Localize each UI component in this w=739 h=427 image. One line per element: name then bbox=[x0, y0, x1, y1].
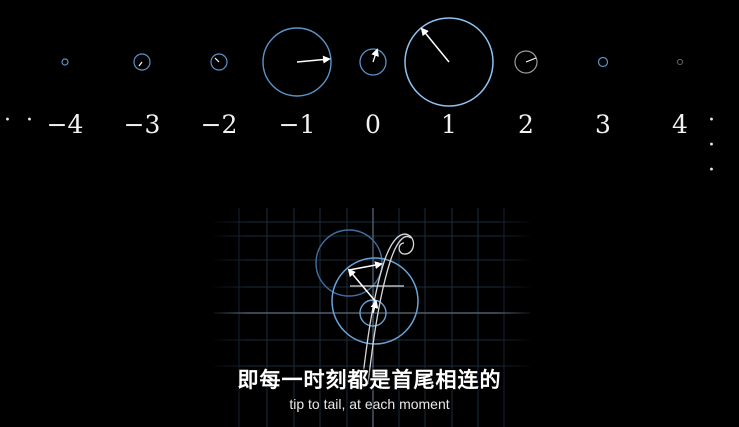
rotating-vectors-row bbox=[61, 17, 683, 107]
vector-circle-n3 bbox=[133, 53, 151, 71]
function-symbol-f bbox=[350, 233, 415, 385]
number-label: −1 bbox=[278, 110, 316, 139]
number-label: −4 bbox=[46, 110, 84, 139]
number-label: 3 bbox=[595, 110, 611, 139]
vector-circle-n4 bbox=[61, 58, 69, 66]
left-ellipsis: · · bbox=[4, 108, 37, 133]
vector-circle-n1 bbox=[262, 27, 332, 97]
vector-circle-2 bbox=[514, 50, 538, 74]
right-ellipsis: · · · bbox=[708, 108, 719, 183]
number-label: −2 bbox=[200, 110, 238, 139]
number-label: 4 bbox=[672, 110, 688, 139]
subtitle-english: tip to tail, at each moment bbox=[289, 396, 450, 412]
number-label: 1 bbox=[441, 110, 457, 139]
grid bbox=[214, 208, 530, 427]
chained-arrows bbox=[347, 261, 383, 314]
vector-circle-4 bbox=[677, 59, 683, 65]
tip-to-tail-panel bbox=[208, 205, 536, 427]
subtitle-chinese: 即每一时刻都是首尾相连的 bbox=[237, 368, 502, 392]
vector-circle-3 bbox=[597, 56, 609, 68]
vector-circle-0 bbox=[359, 48, 387, 76]
grid-axes bbox=[214, 208, 530, 427]
vector-circle-n2 bbox=[210, 53, 228, 71]
vector-circle-1 bbox=[404, 17, 494, 107]
number-label: 0 bbox=[365, 110, 381, 139]
number-label: 2 bbox=[518, 110, 534, 139]
number-label: −3 bbox=[123, 110, 161, 139]
